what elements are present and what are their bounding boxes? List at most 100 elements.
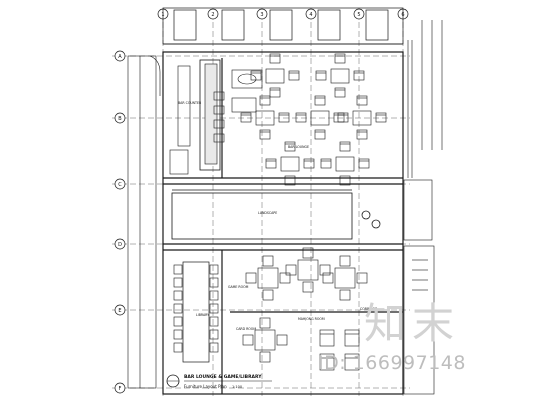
armchair — [356, 129, 368, 140]
drawing-title: BAR LOUNGE & GAME/LIBRARY — [184, 374, 262, 380]
game-chair — [339, 255, 351, 267]
meeting-chairs — [173, 264, 219, 353]
meeting-chair — [173, 316, 183, 327]
grid-row-label: F — [119, 386, 122, 392]
game-chair — [262, 289, 274, 301]
game-chair — [356, 272, 368, 284]
card-chair — [319, 329, 335, 347]
label-library: LIBRARY — [196, 313, 209, 317]
meeting-chair — [209, 290, 219, 301]
grid-row-label: E — [118, 308, 121, 314]
armchair — [278, 112, 290, 123]
label-mahjong: MAHJONG ROOM — [298, 317, 325, 321]
game-table — [254, 329, 276, 351]
label-bar-lounge: BAR LOUNGE — [288, 145, 309, 149]
game-chair — [319, 264, 331, 276]
grid-bubble-column — [256, 8, 268, 20]
grid-column-label: 5 — [357, 12, 360, 18]
armchair — [375, 112, 387, 123]
walls — [162, 51, 404, 395]
game-table — [334, 267, 356, 289]
game-chair — [276, 334, 288, 346]
conference-table — [182, 261, 210, 363]
grid-bubble-row — [114, 382, 126, 394]
label-game-room: GAME ROOM — [228, 285, 249, 289]
grid-row-label: B — [118, 116, 122, 122]
game-chair — [302, 247, 314, 259]
top-colonnade — [162, 7, 404, 45]
room-labels: BAR COUNTER BAR LOUNGE LANDSCAPE GAME RO… — [178, 101, 378, 331]
game-chair — [279, 272, 291, 284]
meeting-chair — [173, 264, 183, 275]
grid-column-label: 3 — [260, 12, 263, 18]
grid-row-label: C — [118, 182, 122, 188]
grid-bubble-row — [114, 304, 126, 316]
meeting-chair — [209, 329, 219, 340]
armchair — [269, 87, 281, 98]
left-corridor — [127, 55, 161, 389]
game-chair — [259, 317, 271, 329]
label-bar-counter: BAR COUNTER — [178, 101, 202, 105]
lounge-table — [255, 110, 275, 126]
meeting-chair — [173, 290, 183, 301]
armchair — [358, 158, 370, 169]
armchair — [303, 158, 315, 169]
armchair — [337, 112, 349, 123]
armchair — [339, 175, 351, 186]
meeting-chair — [209, 264, 219, 275]
title-block: BAR LOUNGE & GAME/LIBRARY Furniture Layo… — [166, 374, 272, 389]
armchair — [356, 95, 368, 106]
armchair — [353, 70, 365, 81]
label-landscape: LANDSCAPE — [258, 211, 277, 215]
grid-bubble-row — [114, 112, 126, 124]
grid-bubble-column — [353, 8, 365, 20]
armchair — [334, 87, 346, 98]
grid-bubble-row — [114, 238, 126, 250]
game-chair — [285, 264, 297, 276]
meeting-chair — [173, 342, 183, 353]
armchair — [320, 158, 332, 169]
card-chair — [319, 353, 335, 371]
game-table — [297, 259, 319, 281]
grid-bubble-row — [114, 50, 126, 62]
grid-column-label: 4 — [309, 12, 312, 18]
armchair — [295, 112, 307, 123]
game-tables — [242, 247, 368, 371]
armchair — [333, 112, 345, 123]
lounge-table — [265, 68, 285, 84]
armchair — [334, 53, 346, 64]
landscape-feature — [171, 189, 381, 240]
drawing-subtitle: Furniture Layout Plan — [184, 384, 227, 389]
game-chair — [245, 272, 257, 284]
game-table — [257, 267, 279, 289]
meeting-chair — [209, 316, 219, 327]
grid-bubble-column — [305, 8, 317, 20]
lounge-table — [352, 110, 372, 126]
game-chair — [242, 334, 254, 346]
card-chair — [344, 353, 360, 371]
meeting-chair — [173, 303, 183, 314]
grid-bubble-row — [114, 178, 126, 190]
lounge-table — [310, 110, 330, 126]
grid-row-label: A — [118, 54, 122, 60]
grid-row-label: D — [118, 242, 122, 248]
game-chair — [339, 289, 351, 301]
game-chair — [302, 281, 314, 293]
card-chair — [344, 329, 360, 347]
game-chair — [262, 255, 274, 267]
lounge-table — [280, 156, 300, 172]
armchair — [314, 129, 326, 140]
armchair — [315, 70, 327, 81]
meeting-chair — [209, 277, 219, 288]
grid-bubble-column — [207, 8, 219, 20]
watermark-logo: 知末 — [364, 299, 461, 348]
armchair — [288, 70, 300, 81]
armchair — [314, 95, 326, 106]
meeting-chair — [173, 329, 183, 340]
lounge-seating — [240, 53, 387, 186]
armchair — [284, 141, 296, 152]
meeting-chair — [209, 342, 219, 353]
armchair — [240, 112, 252, 123]
lounge-table — [335, 156, 355, 172]
